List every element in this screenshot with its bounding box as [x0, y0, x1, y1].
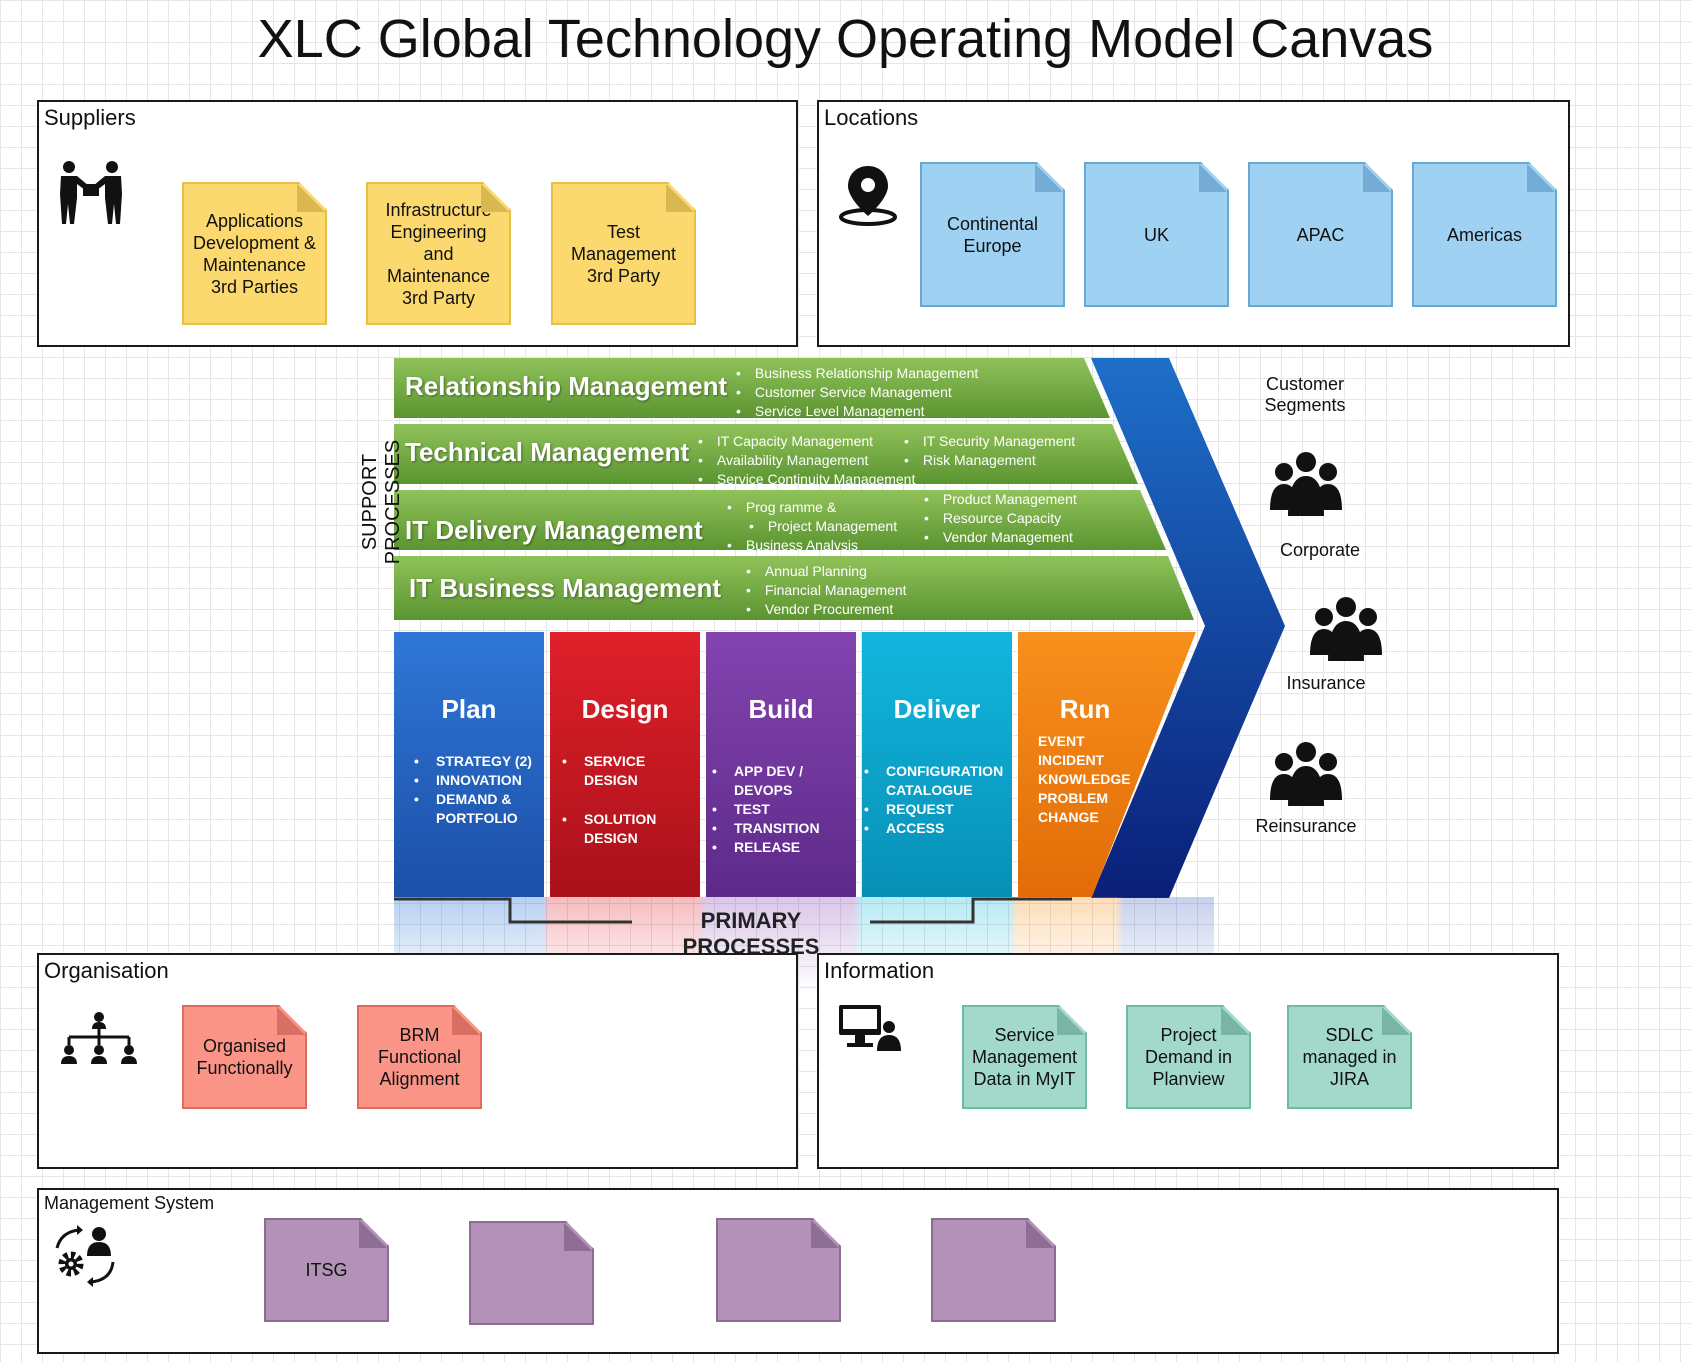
band-it-business-management: IT Business Management Annual Planning F…: [394, 556, 1194, 620]
organisation-note[interactable]: Organised Functionally: [182, 1005, 307, 1109]
information-section: Information Service Management Data in M…: [817, 953, 1559, 1169]
people-group-icon: [1270, 452, 1342, 516]
location-note[interactable]: Continental Europe: [920, 162, 1065, 307]
support-processes-label: SUPPORT PROCESSES: [359, 439, 404, 565]
people-group-icon: [1270, 742, 1342, 806]
computer-user-icon: [839, 1005, 901, 1051]
page-title: XLC Global Technology Operating Model Ca…: [257, 9, 1434, 69]
segment-label: Corporate: [1279, 540, 1361, 560]
suppliers-section: Suppliers Applications Development & Mai…: [37, 100, 798, 347]
column-run: Run EVENT INCIDENT KNOWLEDGE PROBLEM CHA…: [1018, 632, 1196, 897]
section-label: Suppliers: [44, 105, 136, 130]
band-relationship-management: Relationship Management Business Relatio…: [394, 358, 1110, 418]
section-label: Management System: [44, 1193, 215, 1213]
location-note[interactable]: Americas: [1412, 162, 1557, 307]
supplier-note[interactable]: Infrastructure Engineering and Maintenan…: [366, 182, 511, 325]
org-chart-icon: [61, 1012, 137, 1064]
segment-label: Reinsurance: [1255, 816, 1357, 836]
management-note[interactable]: [931, 1218, 1056, 1322]
band-it-delivery-management: IT Delivery Management Prog ramme & Proj…: [394, 490, 1166, 550]
column-design: Design SERVICE DESIGN SOLUTION DESIGN: [550, 632, 700, 897]
segment-label: Insurance: [1286, 673, 1366, 693]
column-build: Build APP DEV / DEVOPS TEST TRANSITION R…: [706, 632, 856, 897]
information-note[interactable]: Project Demand in Planview: [1126, 1005, 1251, 1109]
location-note[interactable]: UK: [1084, 162, 1229, 307]
management-note[interactable]: ITSG: [264, 1218, 389, 1322]
supplier-note[interactable]: Test Management 3rd Party: [551, 182, 696, 325]
supplier-note[interactable]: Applications Development & Maintenance 3…: [182, 182, 327, 325]
locations-section: Locations Continental Europe UK APAC Ame…: [817, 100, 1570, 347]
section-label: Locations: [824, 105, 919, 130]
column-deliver: Deliver CONFIGURATION CATALOGUE REQUEST …: [862, 632, 1012, 897]
column-plan: Plan STRATEGY (2) INNOVATION DEMAND & PO…: [394, 632, 544, 897]
primary-processes-bracket: [394, 897, 1072, 924]
handshake-icon: [60, 161, 122, 224]
management-note[interactable]: [716, 1218, 841, 1322]
section-label: Information: [824, 958, 935, 983]
customer-segments-label: Customer Segments: [1264, 374, 1346, 415]
organisation-section: Organisation Organised Functionally BRM …: [37, 953, 798, 1169]
management-note[interactable]: [469, 1221, 594, 1325]
organisation-note[interactable]: BRM Functional Alignment: [357, 1005, 482, 1109]
gear-person-cycle-icon: [55, 1225, 115, 1287]
information-note[interactable]: Service Management Data in MyIT: [962, 1005, 1087, 1109]
management-system-section: Management System ITSG: [37, 1188, 1559, 1354]
location-pin-icon: [839, 166, 897, 226]
location-note[interactable]: APAC: [1248, 162, 1393, 307]
band-technical-management: Technical Management IT Capacity Managem…: [394, 424, 1138, 484]
people-group-icon: [1310, 597, 1382, 661]
information-note[interactable]: SDLC managed in JIRA: [1287, 1005, 1412, 1109]
section-label: Organisation: [44, 958, 169, 983]
